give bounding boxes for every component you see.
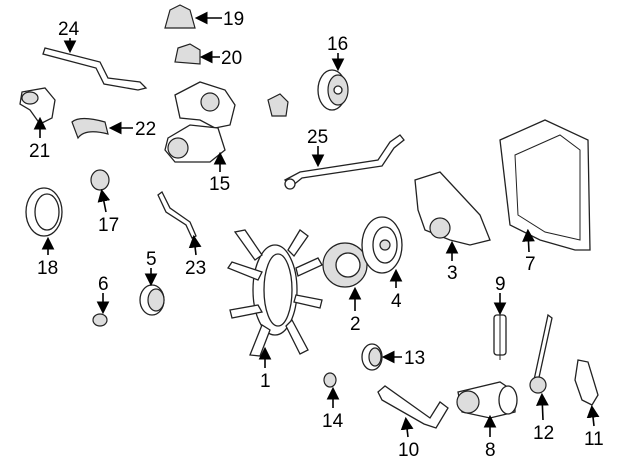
callout-11: 11	[584, 429, 604, 450]
callout-24: 24	[58, 19, 80, 40]
part-3-bracket	[414, 171, 491, 246]
callout-4: 4	[391, 291, 402, 312]
part-10-bracket	[377, 385, 449, 429]
callout-12: 12	[533, 423, 554, 444]
part-5-pulley	[139, 284, 165, 316]
part-12-arm	[529, 313, 553, 394]
part-21-housing	[19, 87, 56, 125]
part-9-damper	[493, 312, 507, 360]
callout-6: 6	[98, 274, 109, 295]
part-24-pipe	[42, 47, 148, 91]
part-17-plug	[90, 169, 110, 191]
callout-14: 14	[322, 411, 344, 432]
callout-17: 17	[98, 215, 119, 236]
part-16-pulley	[317, 69, 349, 111]
part-15-thermostat-housing	[164, 81, 236, 163]
callout-arrows	[33, 11, 600, 438]
part-2-fan-clutch	[322, 242, 368, 288]
callout-22: 22	[135, 119, 156, 140]
callout-8: 8	[485, 440, 496, 461]
part-1-fan	[227, 229, 323, 357]
callout-21: 21	[29, 141, 50, 162]
callout-23: 23	[185, 258, 206, 279]
callout-13: 13	[404, 348, 425, 369]
callout-5: 5	[146, 249, 157, 270]
part-7-fan-shroud	[499, 119, 591, 251]
part-20-sensor	[174, 43, 201, 65]
callout-16: 16	[327, 34, 348, 55]
part-6-cap	[92, 313, 108, 327]
part-22-hose	[71, 117, 109, 140]
part-18-seal-ring	[25, 187, 63, 237]
part-11-bracket	[574, 359, 599, 406]
callout-20: 20	[221, 48, 242, 69]
part-clip	[267, 93, 289, 117]
callout-18: 18	[37, 258, 58, 279]
callout-25: 25	[307, 127, 328, 148]
callout-7: 7	[525, 254, 536, 275]
callout-2: 2	[350, 314, 361, 335]
part-8-tensioner	[456, 381, 518, 419]
callout-19: 19	[223, 9, 244, 30]
callout-labels: 19 24 20 16 21 22 15 25 17 18 23 5 6 3 7…	[29, 9, 604, 461]
callout-1: 1	[260, 371, 271, 392]
part-23-hose	[157, 191, 197, 239]
callout-15: 15	[209, 174, 230, 195]
part-13-pulley	[361, 343, 383, 371]
part-19-cap	[164, 4, 196, 29]
part-25-pipe	[283, 134, 405, 190]
part-4-pulley	[361, 216, 403, 274]
part-14-plug	[323, 372, 337, 388]
callout-3: 3	[447, 263, 458, 284]
callout-9: 9	[495, 274, 506, 295]
callout-10: 10	[398, 440, 419, 461]
